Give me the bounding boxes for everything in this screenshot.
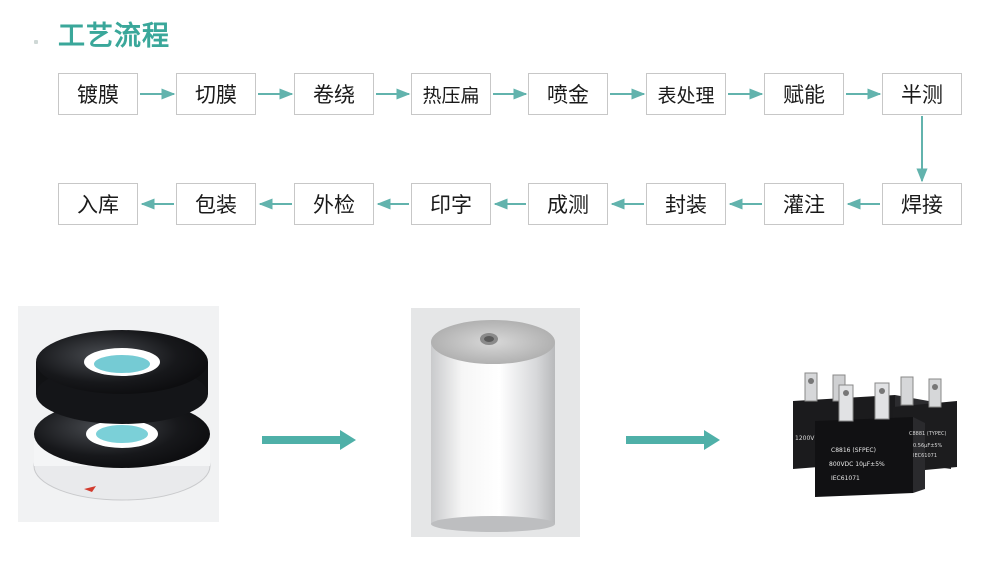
- step-metal-spraying: 喷金: [528, 73, 608, 115]
- step-potting: 灌注: [764, 183, 844, 225]
- step-final-test: 成测: [528, 183, 608, 225]
- step-winding: 卷绕: [294, 73, 374, 115]
- step-welding: 焊接: [882, 183, 962, 225]
- step-visual-inspection: 外检: [294, 183, 374, 225]
- capacitor-label: C8881 (TYPEC): [909, 431, 947, 437]
- page-title: 工艺流程: [58, 21, 170, 52]
- step-hot-pressing: 热压扁: [411, 73, 491, 115]
- step-surface-treatment: 表处理: [646, 73, 726, 115]
- capacitor-label: 0.56μF±5%: [913, 443, 943, 449]
- capacitor-label: 800VDC 10μF±5%: [829, 461, 885, 468]
- step-semi-test: 半测: [882, 73, 962, 115]
- capacitor-label: 1200V: [795, 435, 815, 442]
- film-roll-photo: [18, 306, 219, 522]
- step-warehousing: 入库: [58, 183, 138, 225]
- big-arrow-right: [626, 430, 720, 450]
- finished-capacitor-photo: 1200V C8816 (SFPEC) 800VDC 10μF±5% IEC61…: [775, 365, 975, 505]
- decorative-dot: [34, 40, 38, 44]
- capacitor-label: C8816 (SFPEC): [831, 447, 876, 454]
- step-packaging: 包装: [176, 183, 256, 225]
- capacitor-label: IEC61071: [913, 453, 938, 459]
- big-arrow-right: [262, 430, 356, 450]
- capacitor-element-photo: [411, 308, 580, 537]
- capacitor-label: IEC61071: [831, 475, 860, 482]
- step-printing: 印字: [411, 183, 491, 225]
- step-coating: 镀膜: [58, 73, 138, 115]
- step-encapsulation: 封装: [646, 183, 726, 225]
- step-energizing: 赋能: [764, 73, 844, 115]
- step-film-slitting: 切膜: [176, 73, 256, 115]
